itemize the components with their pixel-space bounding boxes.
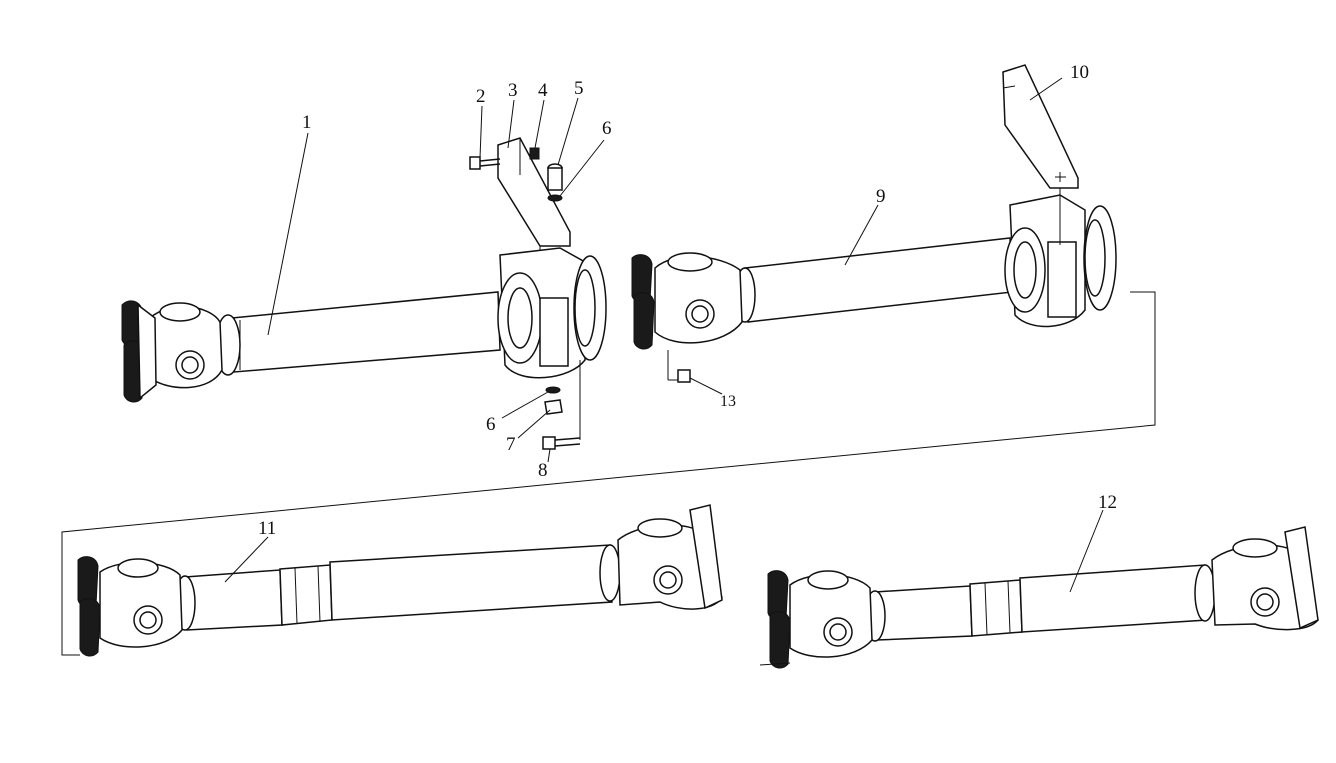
bolt-part-13 [677, 369, 691, 383]
propeller-shaft-11 [77, 504, 723, 657]
callout-labels: 1 2 3 4 5 6 6 7 8 9 10 11 12 13 [258, 62, 1117, 539]
washer-part-6-top [547, 194, 563, 202]
bolt-part-2 [469, 156, 501, 170]
propeller-shaft-12 [759, 526, 1319, 669]
callout-13: 13 [720, 393, 736, 410]
callout-7: 7 [506, 434, 516, 455]
leader-lines [224, 77, 1104, 593]
bracket-part-10 [1002, 64, 1079, 245]
front-shaft-1 [121, 291, 501, 403]
bolt-part-5 [547, 163, 563, 191]
assembly-frame [61, 291, 1156, 656]
callout-5: 5 [574, 78, 584, 99]
callout-6-top: 6 [602, 118, 612, 139]
callout-4: 4 [538, 80, 548, 101]
callout-6-bottom: 6 [486, 414, 496, 435]
intermediate-shaft-9 [631, 194, 1117, 383]
callout-10: 10 [1070, 62, 1089, 83]
center-bearing-assembly [469, 137, 607, 450]
callout-1: 1 [302, 112, 312, 133]
callout-9: 9 [876, 186, 886, 207]
callout-2: 2 [476, 86, 486, 107]
callout-11: 11 [258, 518, 276, 539]
nut-part-4 [529, 147, 540, 160]
bolt-part-8 [542, 436, 581, 450]
washer-part-6-bottom [545, 386, 561, 394]
callout-8: 8 [538, 460, 548, 481]
callout-12: 12 [1098, 492, 1117, 513]
callout-3: 3 [508, 80, 518, 101]
